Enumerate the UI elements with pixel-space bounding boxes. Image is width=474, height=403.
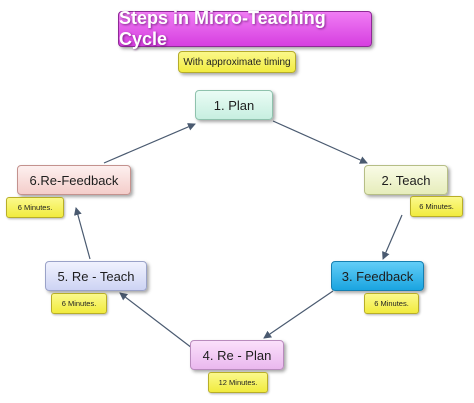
arrow-replan-to-reteach: [119, 292, 193, 349]
timing-note-feedback: 6 Minutes.: [364, 293, 419, 314]
timing-note-re-feedback: 6 Minutes.: [6, 197, 64, 218]
timing-note-re-teach: 6 Minutes.: [51, 293, 107, 314]
step-re-teach: 5. Re - Teach: [45, 261, 147, 291]
step-teach: 2. Teach: [364, 165, 448, 195]
arrow-feedback-to-replan: [263, 290, 334, 339]
arrow-teach-to-feedback: [382, 214, 403, 260]
diagram-subtitle: With approximate timing: [178, 51, 296, 73]
arrow-reteach-to-refeedback: [73, 207, 91, 260]
step-re-plan: 4. Re - Plan: [190, 340, 284, 370]
step-plan: 1. Plan: [195, 90, 273, 120]
diagram-title: Steps in Micro-Teaching Cycle: [118, 8, 372, 49]
arrow-refeedback-to-plan: [103, 123, 196, 164]
timing-note-teach: 6 Minutes.: [410, 196, 463, 217]
timing-note-re-plan: 12 Minutes.: [208, 372, 268, 393]
step-re-feedback: 6.Re-Feedback: [17, 165, 131, 195]
arrow-plan-to-teach: [272, 120, 368, 164]
step-feedback: 3. Feedback: [331, 261, 424, 291]
